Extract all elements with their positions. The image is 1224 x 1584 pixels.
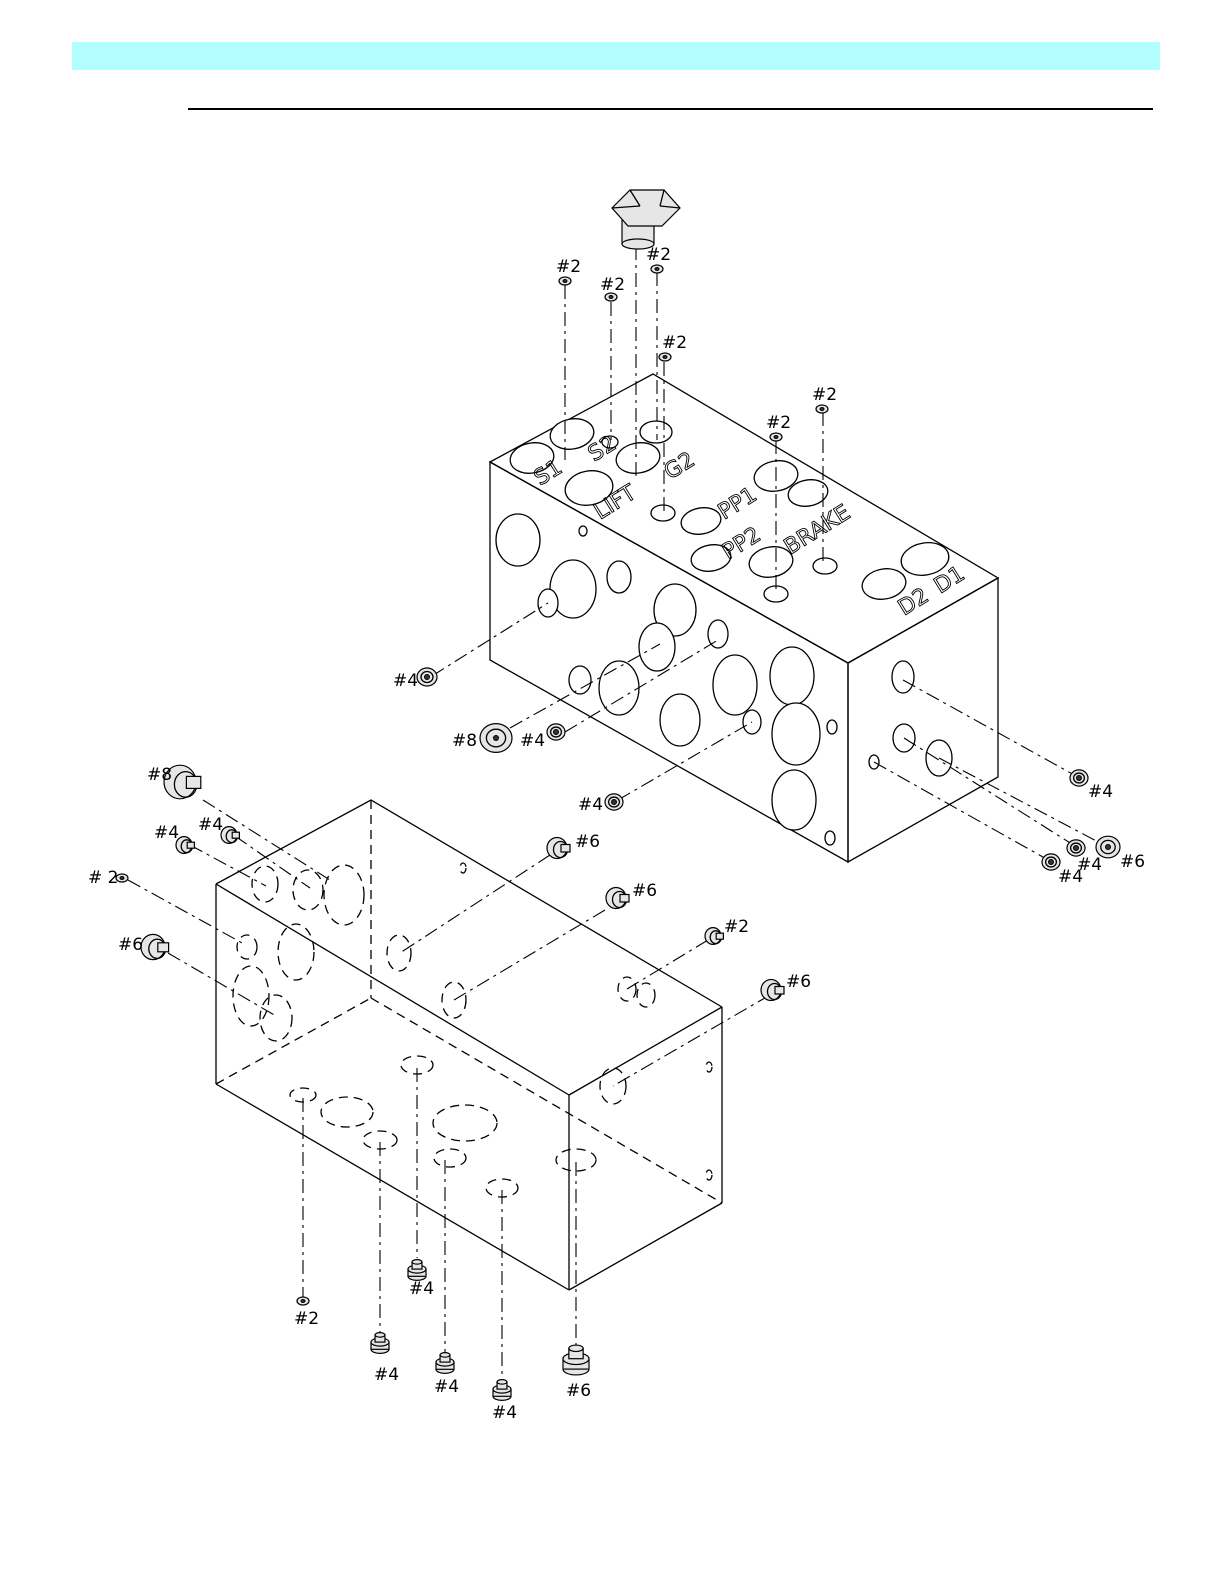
lower-hidden-ports — [233, 863, 712, 1197]
sae-plug-icon — [547, 838, 570, 859]
callout-label: #4 — [198, 815, 223, 835]
callout-label: #8 — [452, 731, 477, 751]
callouts: #2 #2 #2 #2 #2 #2 #4 #8 #4 #4 #4 #4 #6 #… — [88, 245, 1145, 1423]
sae-plug-icon — [606, 888, 629, 909]
sae-plug-icon — [547, 724, 565, 740]
sae-plug-icon — [770, 433, 782, 441]
lower-center-lines — [128, 800, 770, 1380]
callout-label: #4 — [492, 1403, 517, 1423]
sae-plug-icon — [761, 980, 784, 1001]
plugs — [116, 265, 1120, 1400]
callout-label: #4 — [578, 795, 603, 815]
sae-plug-icon — [705, 928, 723, 945]
sae-plug-icon — [559, 277, 571, 285]
callout-label: #4 — [434, 1377, 459, 1397]
sae-plug-icon — [563, 1345, 589, 1375]
callout-label: #2 — [766, 413, 791, 433]
callout-label: #4 — [374, 1365, 399, 1385]
sae-plug-icon — [371, 1333, 389, 1354]
sae-plug-icon — [297, 1297, 309, 1305]
callout-label: #4 — [1088, 782, 1113, 802]
callout-label: # 2 — [88, 868, 118, 888]
callout-label: #2 — [294, 1309, 319, 1329]
callout-label: #2 — [812, 385, 837, 405]
callout-label: #6 — [632, 881, 657, 901]
lower-manifold-block — [216, 800, 722, 1290]
sae-plug-icon — [816, 405, 828, 413]
callout-label: #2 — [600, 275, 625, 295]
sae-plug-icon — [605, 794, 623, 810]
sae-plug-icon — [1067, 840, 1085, 856]
callout-label: #4 — [409, 1279, 434, 1299]
port-label-brake: BRAKE — [780, 500, 855, 560]
callout-label: #6 — [566, 1381, 591, 1401]
sae-plug-icon — [659, 353, 671, 361]
sae-plug-icon — [651, 265, 663, 273]
callout-label: #4 — [520, 731, 545, 751]
sae-plug-icon — [436, 1353, 454, 1374]
callout-label: #4 — [154, 823, 179, 843]
callout-label: #2 — [724, 917, 749, 937]
callout-label: #4 — [1058, 867, 1083, 887]
callout-label: #6 — [575, 832, 600, 852]
port-label-g2: G2 — [660, 447, 700, 485]
callout-label: #2 — [556, 257, 581, 277]
callout-label: #8 — [147, 765, 172, 785]
sae-plug-icon — [221, 827, 239, 844]
callout-label: #6 — [1120, 852, 1145, 872]
sae-plug-icon — [1070, 770, 1088, 786]
callout-label: #6 — [786, 972, 811, 992]
hex-plug-icon — [612, 190, 680, 249]
sae-plug-icon — [493, 1380, 511, 1401]
callout-label: #2 — [646, 245, 671, 265]
sae-plug-icon — [480, 724, 512, 753]
callout-label: #2 — [662, 333, 687, 353]
sae-plug-icon — [408, 1260, 426, 1281]
callout-label: #6 — [118, 935, 143, 955]
callout-label: #4 — [393, 671, 418, 691]
sae-plug-icon — [417, 668, 437, 686]
sae-plug-icon — [141, 934, 169, 959]
